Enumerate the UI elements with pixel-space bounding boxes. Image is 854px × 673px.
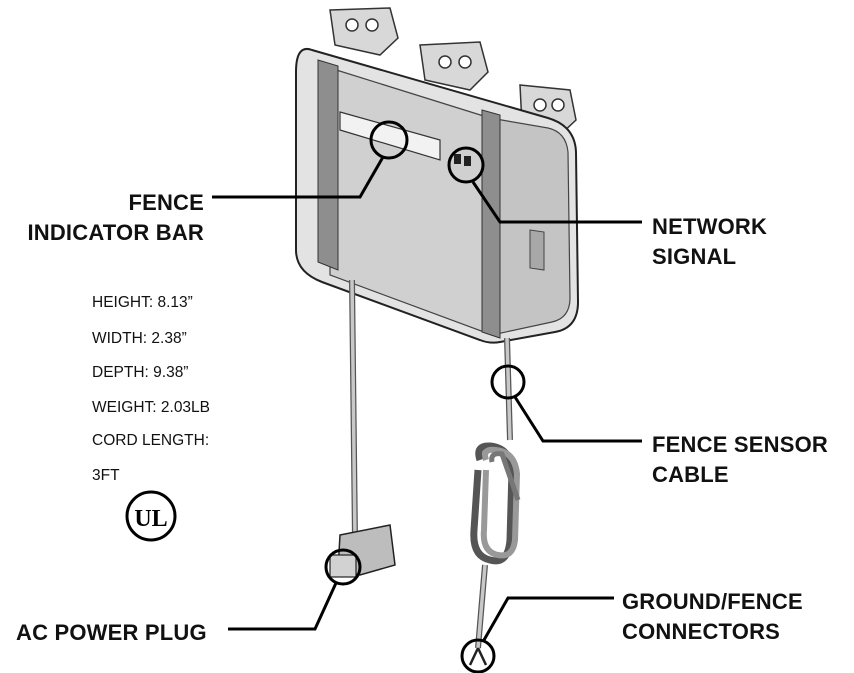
callout-fence-sensor-cable: FENCE SENSOR CABLE xyxy=(652,430,828,490)
callout-label-line1: AC POWER PLUG xyxy=(16,620,207,645)
callout-fence-indicator-bar: FENCE INDICATOR BAR xyxy=(27,188,204,248)
ul-text: UL xyxy=(134,506,167,532)
callout-label-line2: SIGNAL xyxy=(652,244,737,269)
callout-ac-power-plug: AC POWER PLUG xyxy=(16,618,207,648)
callout-label-line2: CABLE xyxy=(652,462,729,487)
ul-certification-mark: UL xyxy=(125,490,177,542)
device-body xyxy=(295,48,580,344)
spec-height: HEIGHT: 8.13” xyxy=(92,294,193,311)
spec-depth: DEPTH: 9.38” xyxy=(92,364,189,381)
callout-label-line2: INDICATOR BAR xyxy=(27,220,204,245)
callout-label-line1: GROUND/FENCE xyxy=(622,589,803,614)
spec-cord-length-label: CORD LENGTH: xyxy=(92,432,210,449)
callout-ground-fence-connectors: GROUND/FENCE CONNECTORS xyxy=(622,587,803,647)
callout-network-signal: NETWORK SIGNAL xyxy=(652,212,767,272)
spec-width: WIDTH: 2.38” xyxy=(92,330,187,347)
callout-label-line1: NETWORK xyxy=(652,214,768,239)
callout-label-line1: FENCE xyxy=(128,190,204,215)
callout-circles xyxy=(324,120,526,673)
ac-power-cord xyxy=(329,279,396,578)
callout-label-line2: CONNECTORS xyxy=(622,619,781,644)
callout-label-line1: FENCE SENSOR xyxy=(652,432,828,457)
spec-weight: WEIGHT: 2.03LB xyxy=(92,399,211,416)
mounting-brackets xyxy=(329,7,577,136)
leader-lines xyxy=(212,156,642,641)
spec-cord-length-value: 3FT xyxy=(92,467,120,484)
